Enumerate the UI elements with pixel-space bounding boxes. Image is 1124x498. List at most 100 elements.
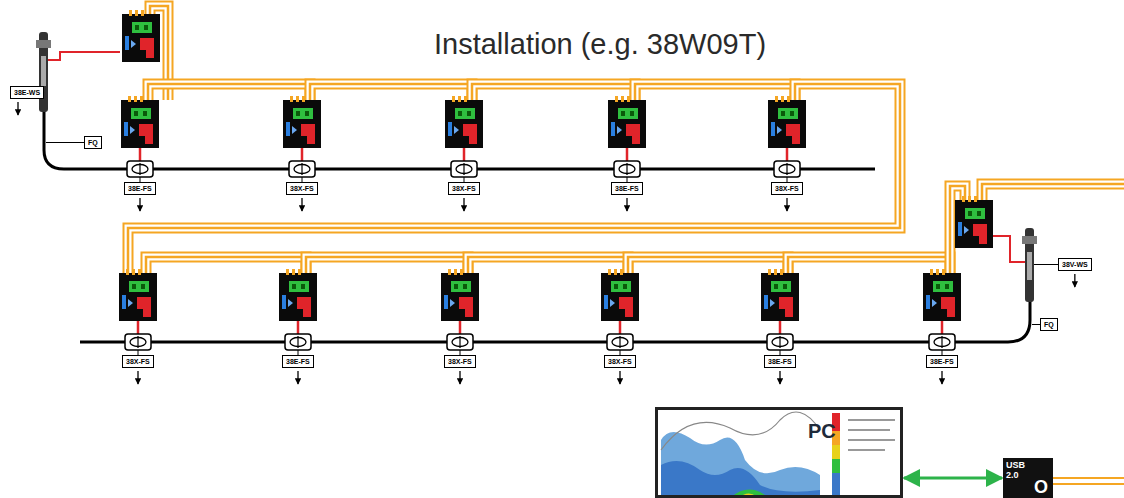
cable-core — [788, 257, 950, 273]
sensor-label: 38X-FS — [448, 182, 480, 195]
lead-line — [46, 142, 84, 143]
sensor-label: 38X-FS — [122, 355, 154, 368]
sensor-label: 38X-FS — [444, 355, 476, 368]
sensor-label: 38E-FS — [282, 355, 314, 368]
sensor-label: 38E-FS — [764, 355, 796, 368]
ground-arrow — [1074, 274, 1075, 287]
flow-sensor-clamp — [767, 334, 793, 350]
sensor-label: 38X-FS — [604, 355, 636, 368]
flow-sensor-clamp — [127, 161, 153, 177]
sensor-module — [279, 269, 317, 321]
cable-core — [635, 84, 795, 100]
flow-sensor-clamp — [614, 161, 640, 177]
sensor-module — [608, 96, 646, 148]
node-label: 38E-FS — [286, 357, 310, 366]
sensor-label: 38E-FS — [611, 182, 643, 195]
signal-wire — [301, 148, 304, 161]
lead-line — [1034, 264, 1058, 265]
cable-gap — [982, 184, 1124, 200]
cable-bundle — [148, 84, 310, 100]
sensor-module — [119, 269, 157, 321]
cable-bundle — [306, 257, 468, 273]
node-sublabel: O — [1034, 477, 1048, 497]
sensor-label: 38V-WS — [1058, 258, 1092, 271]
cable-core — [148, 84, 310, 100]
sensor-module — [955, 196, 993, 248]
node-label: 38X-FS — [448, 357, 472, 366]
sensor-module — [445, 96, 483, 148]
ground-arrow — [297, 371, 298, 384]
cable-core — [468, 257, 628, 273]
node-label: PC — [808, 420, 836, 443]
signal-wire — [459, 321, 462, 334]
signal-wire — [139, 148, 142, 161]
diagram-title: Installation (e.g. 38W09T) — [434, 28, 766, 61]
flow-sensor-clamp — [285, 334, 311, 350]
cable-gap — [146, 257, 306, 273]
node-label: 38X-FS — [126, 357, 150, 366]
sensor-label: 38X-FS — [771, 182, 803, 195]
sensor-module — [441, 269, 479, 321]
flow-sensor-clamp — [451, 161, 477, 177]
cable-core — [310, 84, 472, 100]
cable-core — [628, 257, 788, 273]
ground-arrow — [786, 198, 787, 211]
node-label: 38E-FS — [930, 357, 954, 366]
cable-bundle — [468, 257, 628, 273]
ground-arrow — [779, 371, 780, 384]
sensor-module — [761, 269, 799, 321]
sensor-label: 38E-WS — [10, 86, 44, 99]
node-label: 38X-FS — [452, 184, 476, 193]
ground-arrow — [626, 198, 627, 211]
cable-gap — [306, 257, 468, 273]
cable-bundle — [310, 84, 472, 100]
cable-core — [128, 84, 900, 273]
node-label: 38X-FS — [608, 357, 632, 366]
cable-gap — [128, 84, 900, 273]
sensor-label: 38X-FS — [286, 182, 318, 195]
node-label: FQ — [1044, 320, 1054, 329]
node-label: 38E-FS — [768, 357, 792, 366]
ground-arrow — [941, 371, 942, 384]
cable-gap — [788, 257, 950, 273]
sensor-label: 38E-FS — [124, 182, 156, 195]
cable-gap — [310, 84, 472, 100]
sensor-label: 38E-FS — [926, 355, 958, 368]
cable-core — [146, 257, 306, 273]
node-label: 38V-WS — [1062, 260, 1088, 269]
node-label: 38X-FS — [290, 184, 314, 193]
sensor-module — [283, 96, 321, 148]
sensor-module — [923, 269, 961, 321]
signal-wire — [137, 321, 140, 334]
node-label: USB 2.0 — [1006, 460, 1028, 480]
ground-arrow — [463, 198, 464, 211]
ground-arrow — [459, 371, 460, 384]
flow-sensor-clamp — [125, 334, 151, 350]
flow-sensor-clamp — [447, 334, 473, 350]
signal-wire — [779, 321, 782, 334]
sensor-module — [601, 269, 639, 321]
lead-line — [1032, 324, 1040, 325]
cable-bundle — [788, 257, 950, 273]
sensor-module — [122, 10, 160, 62]
cable-gap — [468, 257, 628, 273]
sensor-label: FQ — [84, 136, 102, 149]
usb-interface: USB 2.0O — [1003, 458, 1053, 498]
ground-arrow — [301, 198, 302, 211]
cable-bundle — [635, 84, 795, 100]
cable-bundle — [146, 257, 306, 273]
pc-screen: PC — [655, 407, 903, 498]
flow-sensor-clamp — [774, 161, 800, 177]
ground-arrow — [139, 198, 140, 211]
node-label: 38E-WS — [14, 88, 40, 97]
cable-gap — [472, 84, 635, 100]
cable-bundle — [472, 84, 635, 100]
cable-core — [306, 257, 468, 273]
node-label: 38E-FS — [615, 184, 639, 193]
cable-gap — [628, 257, 788, 273]
cable-gap — [635, 84, 795, 100]
node-label: 38X-FS — [775, 184, 799, 193]
data-link-arrow — [904, 477, 1002, 480]
